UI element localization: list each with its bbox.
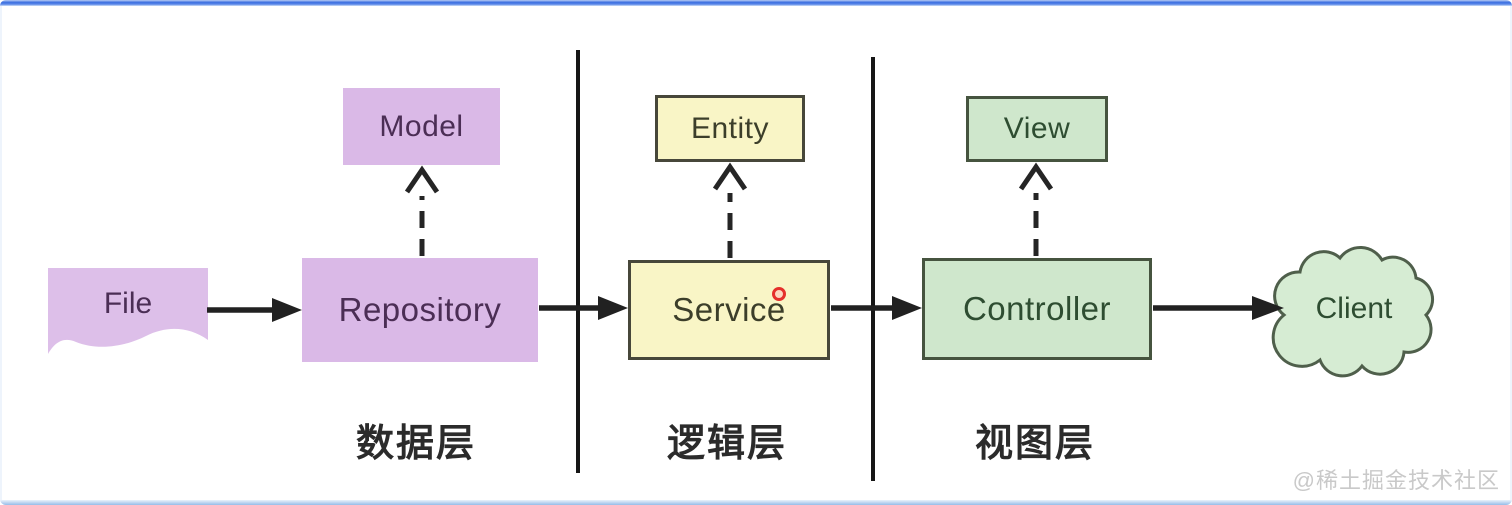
watermark: @稀土掘金技术社区 <box>1292 468 1500 493</box>
node-repository-label: Repository <box>338 291 502 328</box>
node-view: View <box>966 96 1108 162</box>
node-controller: Controller <box>922 258 1152 360</box>
node-service: Service <box>628 260 830 360</box>
node-entity: Entity <box>655 95 805 162</box>
file-shape <box>48 268 208 354</box>
node-client-label: Client <box>1315 292 1393 325</box>
layer-label-data: 数据层 <box>355 423 476 465</box>
node-controller-label: Controller <box>962 290 1112 327</box>
dashed-arrow-repository-to-model <box>404 165 440 256</box>
arrow-file-to-repository <box>207 298 302 322</box>
frame-bottom-border <box>0 500 1512 505</box>
node-file-label: File <box>103 287 153 320</box>
node-service-label: Service <box>672 291 786 328</box>
node-view-label: View <box>1003 112 1071 145</box>
node-model: Model <box>343 88 500 165</box>
node-file: File <box>48 266 208 342</box>
dashed-arrow-service-to-entity <box>712 162 748 258</box>
layer-label-logic: 逻辑层 <box>666 423 787 465</box>
node-entity-label: Entity <box>690 111 770 145</box>
arrow-repository-to-service <box>539 296 628 320</box>
frame-top-border <box>0 0 1512 6</box>
client-cloud-shape <box>1271 246 1434 378</box>
node-client: Client <box>1284 268 1424 350</box>
arrow-service-to-controller <box>831 296 922 320</box>
pointer-dot <box>772 287 786 301</box>
node-repository: Repository <box>302 258 538 362</box>
node-model-label: Model <box>379 109 464 143</box>
layer-label-view: 视图层 <box>974 423 1095 465</box>
arrow-controller-to-client <box>1153 296 1284 320</box>
dashed-arrow-controller-to-view <box>1018 162 1054 256</box>
